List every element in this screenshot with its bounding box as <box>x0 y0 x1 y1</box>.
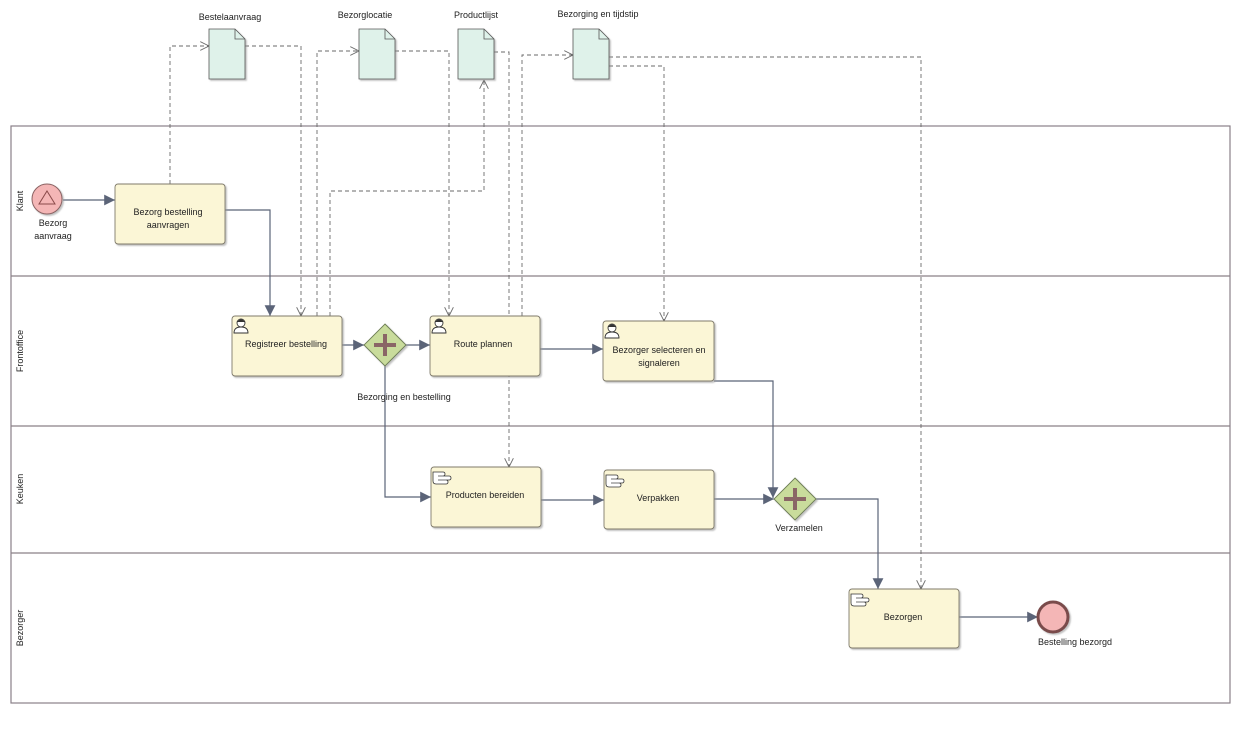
data-object-label: Bestelaanvraag <box>199 12 262 22</box>
task-label-line1: Bezorger selecteren en <box>612 345 705 355</box>
lane-label-klant: Klant <box>15 190 25 211</box>
start-event-label-line1: Bezorg <box>39 218 68 228</box>
svg-text:Bezorger: Bezorger <box>15 610 25 647</box>
hand-icon <box>432 471 452 485</box>
task-bezorger-selecteren[interactable]: Bezorger selecteren en signaleren <box>602 320 715 382</box>
flow-t4-gw2 <box>714 380 779 498</box>
flow-t1-t2 <box>225 209 276 316</box>
hand-icon <box>850 593 870 607</box>
data-object-productlijst[interactable]: Productlijst <box>454 10 499 80</box>
hand-icon <box>605 474 625 488</box>
data-object-label: Bezorging en tijdstip <box>557 9 638 19</box>
flow-gw2-t7 <box>816 498 884 589</box>
lane-label-keuken: Keuken <box>15 474 25 505</box>
task-label-line1: Registreer bestelling <box>245 339 327 349</box>
user-icon <box>604 323 620 339</box>
user-icon <box>233 318 249 334</box>
assoc-t1-bestelaanvraag <box>169 46 209 184</box>
svg-text:Frontoffice: Frontoffice <box>15 330 25 372</box>
user-icon <box>431 318 447 334</box>
plus-icon <box>374 334 396 356</box>
assoc-bestelaanvraag-t2 <box>245 45 301 316</box>
end-event-label: Bestelling bezorgd <box>1038 637 1112 647</box>
task-bezorg-bestelling-aanvragen[interactable]: Bezorg bestelling aanvragen <box>114 183 226 245</box>
assoc-bezorging-t4 <box>609 65 664 321</box>
task-bezorgen[interactable]: Bezorgen <box>848 588 960 649</box>
start-event[interactable]: Bezorg aanvraag <box>31 183 72 241</box>
start-event-label-line2: aanvraag <box>34 231 72 241</box>
task-label-line1: Bezorg bestelling <box>133 207 202 217</box>
task-label-line1: Route plannen <box>454 339 513 349</box>
lane-label-bezorger: Bezorger <box>15 610 25 647</box>
gateway-label: Verzamelen <box>775 523 823 533</box>
task-label-line2: signaleren <box>638 358 680 368</box>
assoc-productlijst-t5 <box>494 51 509 467</box>
task-route-plannen[interactable]: Route plannen <box>429 315 541 377</box>
task-label-line1: Bezorgen <box>884 612 923 622</box>
assoc-bezorging-t7 <box>609 56 921 589</box>
data-object-bestelaanvraag[interactable]: Bestelaanvraag <box>199 12 262 80</box>
svg-text:Klant: Klant <box>15 190 25 211</box>
task-verpakken[interactable]: Verpakken <box>603 469 715 530</box>
associations <box>169 45 921 589</box>
task-label-line1: Producten bereiden <box>446 490 525 500</box>
assoc-t3-bezorging <box>521 55 573 316</box>
data-object-label: Productlijst <box>454 10 499 20</box>
gateway-label: Bezorging en bestelling <box>357 392 451 402</box>
task-label-line2: aanvragen <box>147 220 190 230</box>
gateway-bezorging-en-bestelling[interactable]: Bezorging en bestelling <box>357 323 451 402</box>
plus-icon <box>784 488 806 510</box>
task-registreer-bestelling[interactable]: Registreer bestelling <box>231 315 343 377</box>
gateway-verzamelen[interactable]: Verzamelen <box>773 477 823 533</box>
lane-label-frontoffice: Frontoffice <box>15 330 25 372</box>
data-object-bezorglocatie[interactable]: Bezorglocatie <box>338 10 396 80</box>
svg-text:Keuken: Keuken <box>15 474 25 505</box>
data-object-bezorging-en-tijdstip[interactable]: Bezorging en tijdstip <box>557 9 639 80</box>
task-producten-bereiden[interactable]: Producten bereiden <box>430 466 542 528</box>
data-object-label: Bezorglocatie <box>338 10 393 20</box>
flow-gw1-t5 <box>384 366 431 503</box>
end-event[interactable]: Bestelling bezorgd <box>1036 600 1112 647</box>
triangle-icon <box>38 190 56 205</box>
sequence-flows <box>63 194 1038 623</box>
assoc-bezorglocatie-t3 <box>395 50 449 316</box>
task-label-line1: Verpakken <box>637 493 680 503</box>
